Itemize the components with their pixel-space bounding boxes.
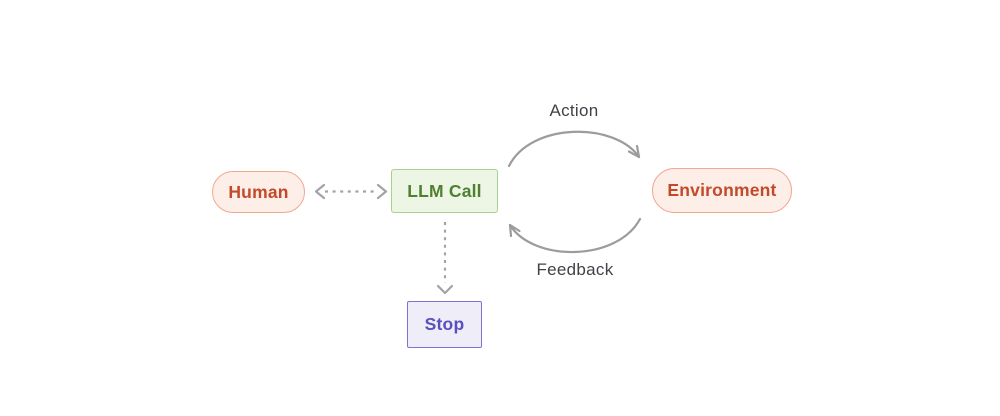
action-arrow xyxy=(507,130,641,168)
human-llm-double-arrow xyxy=(314,183,388,200)
feedback-arrow xyxy=(508,217,642,254)
node-environment: Environment xyxy=(652,168,792,213)
node-llm-call-label: LLM Call xyxy=(407,180,482,201)
node-llm-call: LLM Call xyxy=(391,169,498,213)
action-edge-label: Action xyxy=(549,101,599,120)
node-human: Human xyxy=(212,171,305,213)
llm-stop-dashed-arrow xyxy=(436,222,454,295)
node-environment-label: Environment xyxy=(667,180,777,200)
node-stop: Stop xyxy=(407,301,482,348)
feedback-edge-label: Feedback xyxy=(536,260,614,279)
node-human-label: Human xyxy=(228,181,289,202)
node-stop-label: Stop xyxy=(424,314,465,334)
